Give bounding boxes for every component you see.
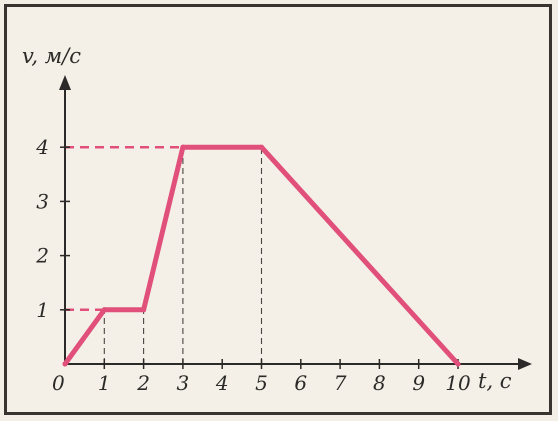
x-tick-label: 4 [215,371,229,395]
guide-lines [65,145,263,364]
x-axis-title: t, с [478,369,512,393]
y-tick-label: 4 [35,135,49,159]
x-tick-label: 5 [255,371,268,395]
y-axis-title: v, м/с [22,44,81,68]
series-group [62,144,461,367]
x-tick-label: 9 [412,371,425,395]
x-tick-label: 2 [136,371,150,395]
series-point [141,307,147,313]
series-point [101,307,107,313]
x-tick-label: 1 [98,371,111,395]
x-tick-label: 3 [177,371,190,395]
x-tick-label: 10 [445,371,471,395]
series-segment [62,307,107,367]
x-tick-label: 7 [334,371,347,395]
origin-label: 0 [52,371,65,395]
series-point [180,144,186,150]
axes [59,75,532,370]
y-tick-label: 1 [36,298,49,322]
y-tick-label: 3 [36,189,49,213]
series-point [455,361,461,367]
x-tick-label: 6 [294,371,307,395]
x-tick-label: 8 [373,371,386,395]
y-tick-label: 2 [35,244,49,268]
series-point [259,144,264,150]
tick-labels: 1 2 3 4 5 6 7 8 9 10 1 2 3 4 [35,135,471,395]
series-segment [141,144,186,313]
series-point [62,361,68,367]
series-segment [259,144,461,367]
x-axis-arrow [518,358,532,370]
y-axis-arrow [59,75,71,90]
chart-frame [4,4,552,415]
